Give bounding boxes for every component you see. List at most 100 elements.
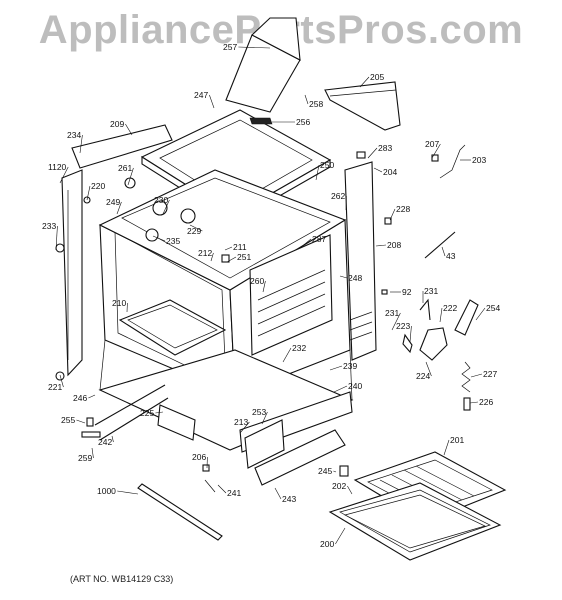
part-label-249: 249 [106, 197, 120, 207]
leader-line-258 [304, 94, 309, 105]
part-label-210: 210 [112, 298, 126, 308]
part-label-206: 206 [192, 452, 206, 462]
part-label-205: 205 [370, 72, 384, 82]
leader-line-211 [224, 246, 233, 251]
part-label-262: 262 [331, 191, 345, 201]
leader-line-235 [152, 235, 166, 242]
part-label-224: 224 [416, 371, 430, 381]
part-label-223: 223 [396, 321, 410, 331]
leader-line-234 [79, 134, 83, 154]
part-label-211: 211 [233, 242, 247, 252]
leader-line-249 [116, 201, 122, 215]
part-label-232: 232 [292, 343, 306, 353]
part-label-226: 226 [479, 397, 493, 407]
part-label-221: 221 [48, 382, 62, 392]
leader-line-226 [469, 401, 479, 404]
part-label-235: 235 [166, 236, 180, 246]
part-label-261: 261 [118, 163, 132, 173]
part-label-43: 43 [446, 251, 456, 261]
leader-line-1000 [117, 490, 139, 495]
part-label-243: 243 [282, 494, 296, 504]
leader-line-287 [299, 238, 312, 249]
leader-line-43 [441, 246, 446, 257]
leader-line-200 [335, 527, 346, 545]
leader-line-253 [261, 411, 268, 425]
part-label-229: 229 [187, 226, 201, 236]
part-label-200: 200 [320, 539, 334, 549]
part-label-227: 227 [483, 369, 497, 379]
leader-line-248 [339, 275, 348, 279]
leader-line-233 [55, 225, 58, 251]
vent-trim [324, 81, 401, 131]
broiler-pan-assembly [328, 451, 507, 561]
part-label-242: 242 [98, 437, 112, 447]
leader-line-255 [76, 419, 86, 424]
lid-panel [225, 17, 301, 125]
part-label-248: 248 [348, 273, 362, 283]
part-label-207: 207 [425, 139, 439, 149]
leader-line-251 [226, 256, 237, 263]
part-label-254: 254 [486, 303, 500, 313]
part-label-222: 222 [443, 303, 457, 313]
part-label-283: 283 [378, 143, 392, 153]
part-label-209: 209 [110, 119, 124, 129]
part-label-239: 239 [343, 361, 357, 371]
leader-line-222 [439, 307, 443, 323]
part-label-246: 246 [73, 393, 87, 403]
part-label-1000: 1000 [97, 486, 116, 496]
drawer-glide [137, 479, 223, 541]
part-label-1120: 1120 [48, 162, 67, 172]
leader-line-207 [431, 143, 441, 159]
left-side-panel [61, 124, 173, 377]
part-label-233: 233 [42, 221, 56, 231]
leader-line-1120 [59, 166, 69, 184]
part-label-92: 92 [402, 287, 412, 297]
leader-line-231b [391, 312, 401, 331]
leader-line-208 [375, 244, 387, 247]
part-label-257: 257 [223, 42, 237, 52]
part-label-212: 212 [198, 248, 212, 258]
right-side-panel [344, 161, 377, 361]
leader-line-241 [217, 484, 227, 494]
leader-line-243 [274, 487, 282, 500]
burner-valves [55, 177, 196, 381]
leader-line-229 [189, 224, 203, 232]
part-label-204: 204 [383, 167, 397, 177]
leader-line-250 [315, 164, 320, 181]
leader-line-224 [425, 361, 432, 377]
leader-line-202 [347, 485, 353, 495]
oven-cavity [118, 299, 227, 356]
leader-line-230 [162, 199, 170, 215]
leader-line-201 [443, 439, 450, 456]
part-label-251: 251 [237, 252, 251, 262]
part-label-225: 225 [140, 408, 154, 418]
leader-line-228 [389, 208, 396, 221]
leader-line-245 [333, 470, 337, 473]
leader-line-283 [367, 147, 378, 159]
part-label-255: 255 [61, 415, 75, 425]
part-label-228: 228 [396, 204, 410, 214]
small-parts [81, 144, 479, 477]
leader-line-209 [125, 123, 133, 136]
part-label-256: 256 [296, 117, 310, 127]
part-label-247: 247 [194, 90, 208, 100]
art-number: (ART NO. WB14129 C33) [70, 574, 174, 584]
part-label-240: 240 [348, 381, 362, 391]
leader-line-257 [238, 46, 271, 49]
leader-line-223 [409, 325, 412, 343]
leader-line-232 [282, 347, 292, 363]
part-label-230: 230 [154, 195, 168, 205]
leader-line-225 [155, 411, 164, 414]
leader-line-220 [86, 185, 91, 201]
part-label-241: 241 [227, 488, 241, 498]
back-louver-panel [249, 234, 333, 356]
leader-line-246 [88, 394, 96, 399]
part-label-202: 202 [332, 481, 346, 491]
leader-line-247 [209, 94, 215, 109]
part-label-220: 220 [91, 181, 105, 191]
leader-line-213 [239, 421, 250, 434]
leader-line-239 [329, 365, 343, 371]
leader-line-212 [210, 252, 214, 262]
